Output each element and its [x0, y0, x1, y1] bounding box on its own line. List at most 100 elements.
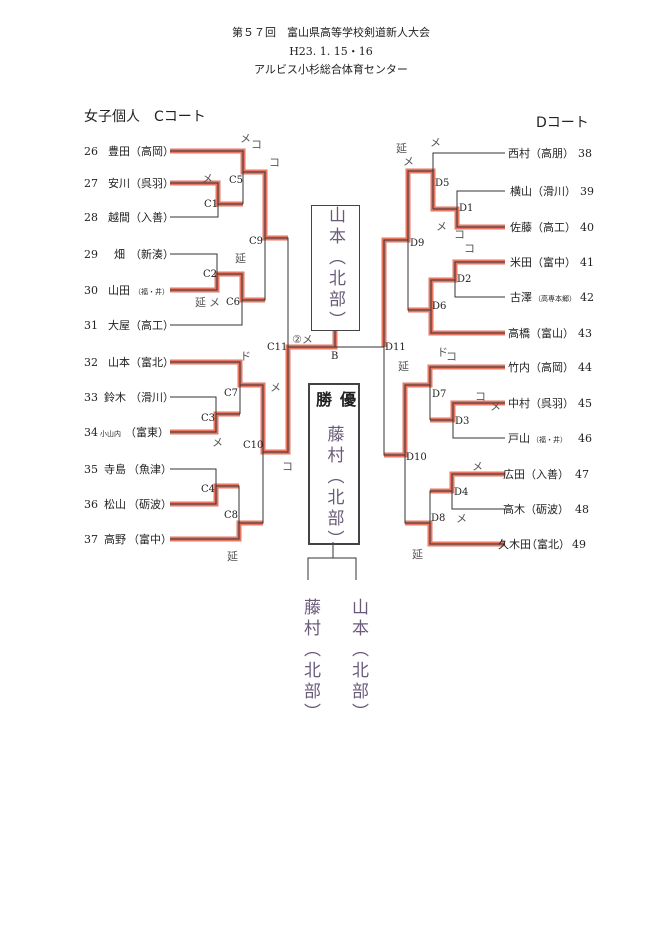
svg-text:（魚津）: （魚津） [128, 463, 172, 476]
svg-text:高野: 高野 [104, 532, 126, 546]
match-c4: C4 [201, 484, 215, 495]
match-c11: C11 [267, 342, 287, 353]
svg-text:古澤: 古澤 [510, 291, 532, 304]
svg-text:延: 延 [195, 296, 206, 309]
svg-text:コ: コ [446, 350, 457, 363]
match-d11: D11 [385, 342, 406, 353]
entry-45: 中村（呉羽）45 [508, 396, 592, 410]
svg-text:メ: メ [212, 436, 223, 449]
svg-text:広田: 広田 [503, 468, 525, 481]
svg-text:（高朋）: （高朋） [530, 146, 574, 160]
match-c8: C8 [224, 510, 238, 521]
svg-text:延: 延 [227, 550, 238, 563]
svg-text:②メ: ②メ [292, 333, 313, 346]
svg-text:（呉羽）: （呉羽） [530, 397, 574, 410]
svg-text:（入善）: （入善） [525, 467, 569, 481]
svg-text:34: 34 [84, 426, 98, 439]
svg-text:コ: コ [454, 228, 465, 241]
entry-39: 横山（滑川）39 [510, 184, 594, 198]
champion-label: 優勝 [313, 391, 356, 407]
match-c10: C10 [243, 440, 263, 451]
svg-text:28: 28 [84, 211, 98, 224]
svg-text:高橋: 高橋 [508, 326, 530, 340]
entry-49: 久木田（富北）49 [498, 537, 586, 551]
svg-text:メ: メ [240, 132, 251, 145]
match-c6: C6 [226, 297, 240, 308]
entry-38: 西村（高朋）38 [508, 146, 592, 160]
svg-text:36: 36 [84, 498, 98, 511]
svg-text:中村: 中村 [508, 396, 530, 410]
left-court-title: 女子個人 Cコート [84, 109, 206, 125]
svg-text:戸山: 戸山 [508, 432, 530, 445]
svg-text:安川: 安川 [108, 176, 130, 190]
svg-text:メ: メ [436, 220, 447, 233]
champion-box: 優勝 藤村（北部） [308, 383, 360, 551]
entry-42: 古澤（高専本郷）42 [510, 291, 594, 304]
match-d9: D9 [410, 238, 424, 249]
svg-text:（富中）: （富中） [532, 255, 576, 269]
svg-text:39: 39 [580, 185, 594, 198]
match-d3: D3 [455, 416, 469, 427]
svg-text:（福・井）: （福・井） [532, 435, 567, 444]
match-c2: C2 [203, 269, 217, 280]
svg-text:メ: メ [270, 381, 281, 394]
svg-text:29: 29 [84, 248, 98, 261]
svg-text:小山内: 小山内 [100, 429, 121, 438]
svg-text:メ: メ [403, 155, 414, 168]
match-c9: C9 [249, 236, 263, 247]
entry-43: 高橋（富山）43 [508, 326, 592, 340]
svg-text:ド: ド [437, 346, 448, 359]
match-d10: D10 [406, 452, 427, 463]
bracket-lines [170, 150, 505, 580]
qualifier-1: 藤村（北部） [300, 598, 320, 724]
svg-text:横山: 横山 [510, 184, 532, 198]
svg-text:山本: 山本 [108, 355, 130, 369]
entry-26: 26 豊田（高岡） [84, 144, 174, 158]
champion-name: 藤村（北部） [323, 424, 344, 551]
svg-text:山田: 山田 [108, 284, 130, 297]
tournament-venue: アルビス小杉総合体育センター [254, 63, 408, 76]
svg-text:32: 32 [84, 356, 98, 369]
match-d7: D7 [432, 389, 446, 400]
svg-text:松山: 松山 [104, 497, 126, 511]
match-c7: C7 [224, 388, 238, 399]
svg-text:延: 延 [396, 142, 407, 155]
svg-text:（滑川）: （滑川） [130, 391, 174, 404]
svg-text:久木田: 久木田 [498, 538, 531, 551]
svg-text:豊田: 豊田 [108, 145, 130, 158]
svg-text:（高工）: （高工） [532, 220, 576, 234]
tournament-title: 第５７回 富山県高等学校剣道新人大会 [232, 26, 430, 39]
svg-text:31: 31 [84, 319, 98, 332]
svg-text:（富山）: （富山） [530, 326, 574, 340]
match-d8: D8 [431, 513, 445, 524]
match-d2: D2 [457, 274, 471, 285]
svg-text:（高岡）: （高岡） [130, 144, 174, 158]
handwritten-marks: メ コ コ メ 延 延 メ ド メ メ 延 ②メ コ メ 延 メ メ コ 延 コ… [195, 132, 501, 563]
svg-text:佐藤: 佐藤 [510, 220, 532, 234]
svg-text:26: 26 [84, 145, 98, 158]
entry-46: 戸山（福・井）46 [508, 432, 592, 445]
right-entries: 西村（高朋）38 横山（滑川）39 佐藤（高工）40 米田（富中）41 古澤（高… [498, 146, 594, 551]
svg-text:（富北）: （富北） [130, 355, 174, 369]
svg-text:49: 49 [572, 538, 586, 551]
svg-text:コ: コ [269, 156, 280, 169]
match-d6: D6 [432, 301, 446, 312]
svg-text:メ: メ [430, 136, 441, 149]
svg-text:鈴木: 鈴木 [104, 390, 126, 404]
entry-40: 佐藤（高工）40 [510, 220, 594, 234]
svg-text:（高専本郷）: （高専本郷） [534, 294, 576, 303]
tournament-date: H23. 1. 15・16 [289, 45, 373, 58]
svg-text:（入善）: （入善） [130, 210, 174, 224]
svg-text:（新湊）: （新湊） [130, 247, 174, 261]
svg-text:（高岡）: （高岡） [530, 360, 574, 374]
match-labels: C1 C2 C3 C4 C5 C6 C7 C8 C9 C10 C11 D1 D2… [201, 175, 473, 524]
svg-text:寺島: 寺島 [104, 462, 126, 476]
svg-text:西村: 西村 [508, 146, 530, 160]
svg-text:メ: メ [490, 400, 501, 413]
